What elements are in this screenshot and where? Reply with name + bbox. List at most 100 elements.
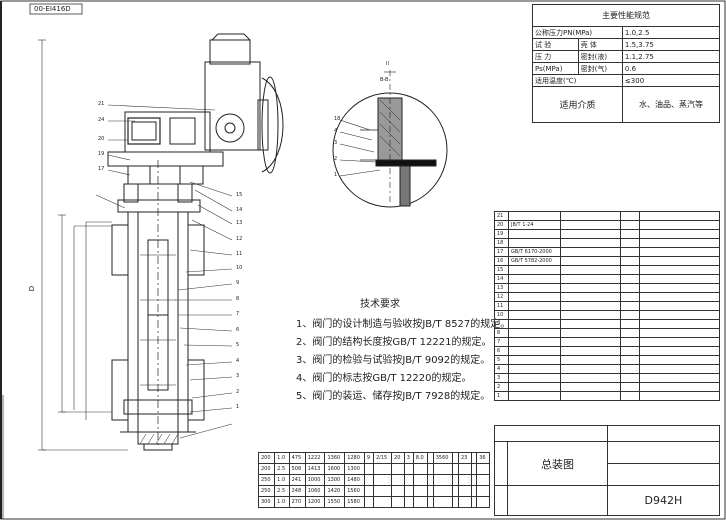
dimension-cell: 1.0 (274, 496, 290, 508)
dimension-cell (391, 474, 405, 486)
dimension-cell (458, 496, 472, 508)
tech-req-item: 4、阀门的标志按GB/T 12220的规定。 (296, 373, 472, 384)
bom-cell (639, 364, 720, 374)
bom-cell (559, 319, 621, 329)
dimension-cell (391, 463, 405, 475)
bom-cell (619, 283, 641, 293)
part-label: 7 (236, 311, 240, 317)
tech-req-item: 1、阀门的设计制造与验收按JB/T 8527的规定。 (296, 319, 511, 330)
bom-cell (507, 382, 561, 392)
bom-cell: 3 (494, 373, 509, 383)
dimension-cell: 508 (288, 463, 306, 475)
bom-cell (619, 229, 641, 239)
bom-cell (619, 373, 641, 383)
dimension-cell (432, 485, 454, 497)
dimension-cell: 248 (288, 485, 306, 497)
bom-cell (619, 364, 641, 374)
dimension-cell: 200 (257, 452, 276, 464)
bom-cell (559, 220, 621, 230)
dimension-cell: 200 (257, 463, 276, 475)
bom-cell (559, 355, 621, 365)
bom-cell: 1 (494, 391, 509, 401)
bom-cell (559, 337, 621, 347)
dimension-cell (432, 463, 454, 475)
spec-value: 1.5,3.75 (621, 38, 721, 51)
part-label: 17 (98, 166, 105, 172)
bom-cell (619, 319, 641, 329)
bom-cell (559, 364, 621, 374)
part-label: 21 (98, 101, 105, 107)
dimension-cell: 1300 (324, 474, 346, 486)
dimension-cell (476, 485, 490, 497)
bom-cell: 15 (494, 265, 509, 275)
bom-cell: 17 (494, 247, 509, 257)
bom-cell (639, 247, 720, 257)
part-label: 14 (236, 207, 243, 213)
dimension-cell (476, 496, 490, 508)
dimension-cell (403, 474, 414, 486)
bom-row: 14 (494, 274, 720, 284)
bom-cell: 18 (494, 238, 509, 248)
part-leader-lines (107, 104, 233, 439)
bom-cell (619, 328, 641, 338)
part-label: 13 (236, 220, 243, 226)
bom-row: 15 (494, 265, 720, 275)
dimension-cell: 1000 (304, 474, 326, 486)
bom-cell: GB/T 5782-2000 (507, 256, 561, 266)
spec-value: ≤300 (621, 74, 721, 87)
dimension-cell: 20 (391, 452, 405, 464)
dimension-cell: 3560 (432, 452, 454, 464)
bom-cell (639, 391, 720, 401)
dimension-cell (432, 496, 454, 508)
bom-cell (639, 265, 720, 275)
detail-label: 18 (334, 116, 341, 122)
dimension-cell: 1360 (324, 452, 346, 464)
bom-cell (639, 319, 720, 329)
part-label: 8 (236, 296, 240, 302)
bom-row: 8 (494, 328, 720, 338)
dimension-cell: 1560 (344, 485, 365, 497)
bom-row: 12 (494, 292, 720, 302)
dimension-cell: 2/15 (372, 452, 393, 464)
bom-cell (619, 355, 641, 365)
bom-row: 13 (494, 283, 720, 293)
dimension-cell: 1600 (324, 463, 346, 475)
dimension-cell: 8.0 (412, 452, 429, 464)
dimension-cell: 3 (403, 452, 414, 464)
bom-cell (619, 265, 641, 275)
height-dimension-label: D (28, 285, 37, 292)
dimension-cell: 300 (257, 496, 276, 508)
bom-cell: 12 (494, 292, 509, 302)
bom-cell: 9 (494, 319, 509, 329)
bom-cell: 19 (494, 229, 509, 239)
bom-cell (619, 310, 641, 320)
spec-title: 主要性能规范 (532, 4, 720, 27)
dimension-cell (403, 485, 414, 497)
bom-cell: 7 (494, 337, 509, 347)
tech-req-item: 3、阀门的检验与试验按JB/T 9092的规定。 (296, 355, 491, 366)
bom-cell (619, 292, 641, 302)
bom-cell (639, 301, 720, 311)
bom-cell (639, 292, 720, 302)
dimension-cell (412, 463, 429, 475)
bom-cell (507, 346, 561, 356)
dimension-cell: 2.5 (274, 463, 290, 475)
dimension-cell (412, 496, 429, 508)
spec-label: 公称压力PN(MPa) (532, 26, 623, 39)
bom-cell (559, 283, 621, 293)
dimension-cell (372, 496, 393, 508)
bom-row: 1 (494, 391, 720, 401)
dimension-cell: 1300 (344, 463, 365, 475)
bom-cell (507, 211, 561, 221)
bom-cell (639, 310, 720, 320)
bom-cell (507, 328, 561, 338)
dimension-cell (412, 485, 429, 497)
dimension-cell: 250 (257, 474, 276, 486)
dimension-cell (403, 463, 414, 475)
bom-cell (639, 328, 720, 338)
